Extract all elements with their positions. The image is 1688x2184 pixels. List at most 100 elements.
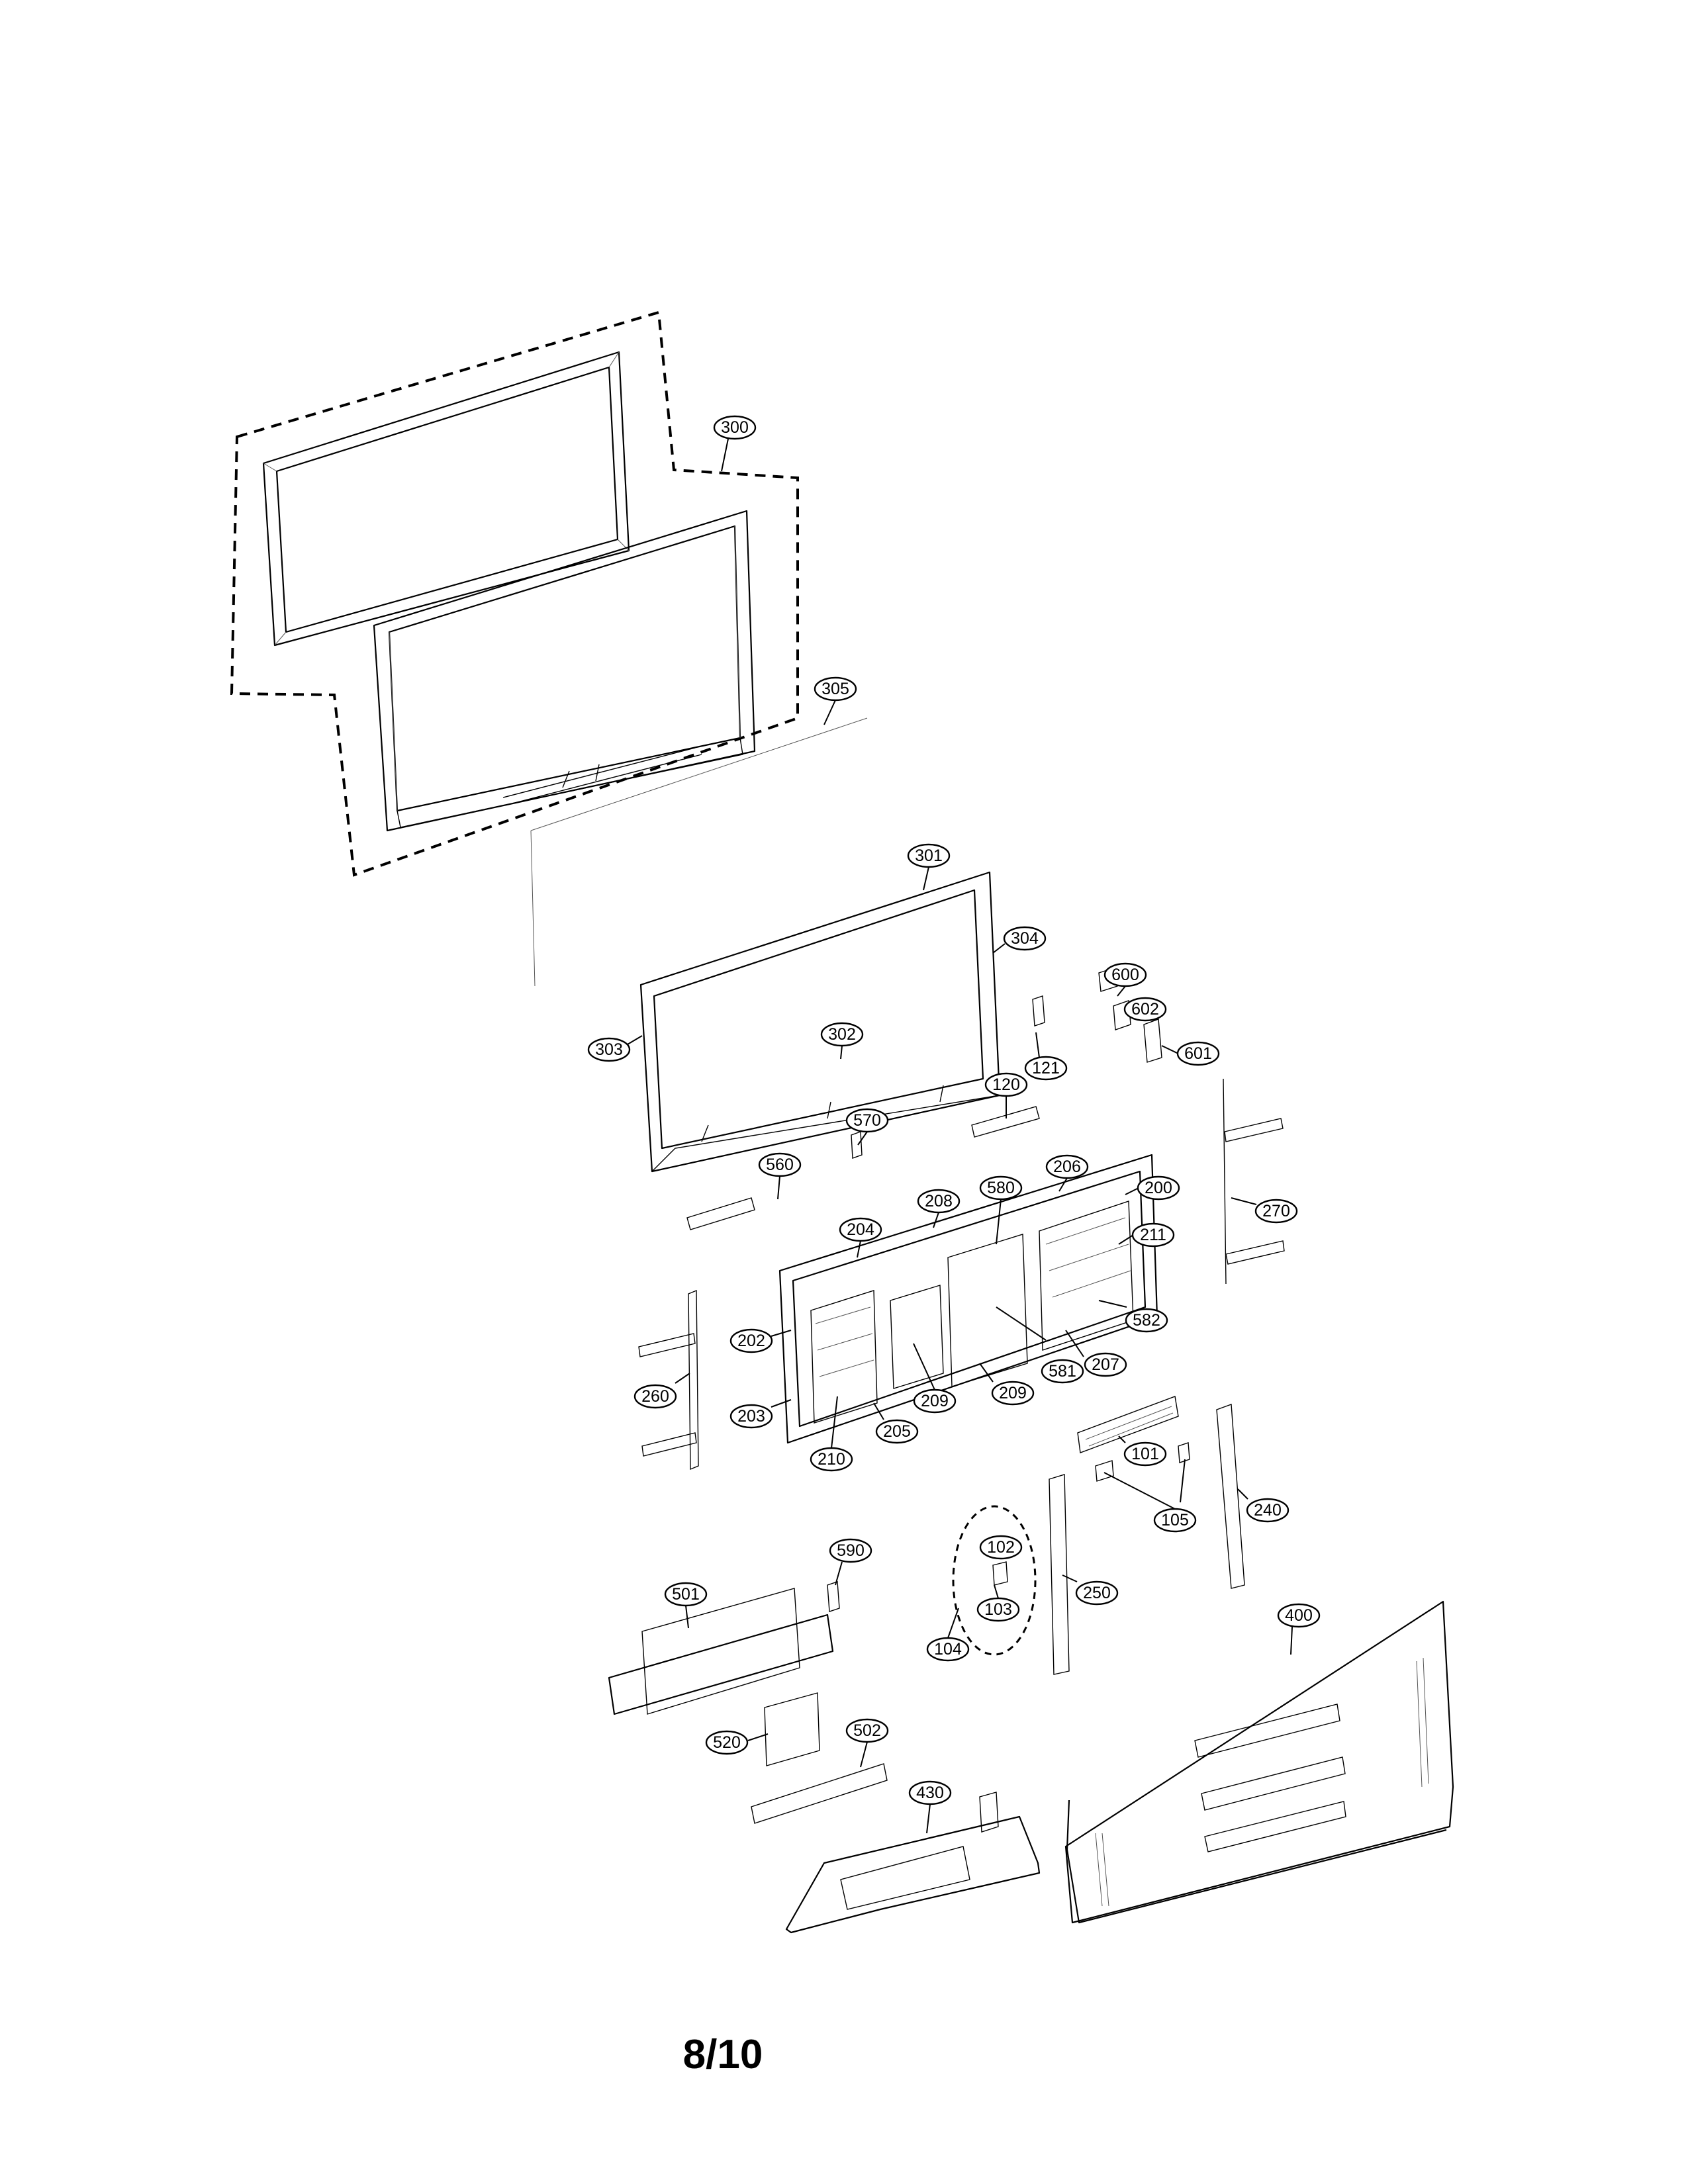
callout-102: 102 [979, 1535, 1023, 1560]
bracket-602 [1113, 1000, 1131, 1030]
callout-209-left: 209 [913, 1388, 957, 1414]
svg-text:581: 581 [1049, 1362, 1076, 1381]
main-board-209 [890, 1285, 944, 1389]
callout-250: 250 [1075, 1580, 1119, 1606]
svg-text:601: 601 [1184, 1044, 1212, 1063]
callout-103: 103 [976, 1597, 1020, 1622]
callout-209-right: 209 [991, 1381, 1035, 1406]
callout-430: 430 [908, 1780, 952, 1805]
svg-text:560: 560 [766, 1156, 794, 1174]
side-bracket-260 [638, 1289, 699, 1471]
side-bracket-270 [1223, 1078, 1285, 1285]
svg-text:582: 582 [1133, 1311, 1160, 1330]
svg-text:502: 502 [853, 1721, 881, 1740]
bracket-590 [827, 1581, 840, 1612]
svg-text:303: 303 [595, 1040, 623, 1059]
hinge-group-104 [952, 1505, 1037, 1656]
callout-303: 303 [587, 1037, 631, 1062]
svg-text:580: 580 [987, 1179, 1015, 1197]
callouts: 300 305 301 304 600 602 121 601 302 303 … [587, 415, 1321, 1834]
svg-text:302: 302 [828, 1025, 856, 1044]
power-board-580 [947, 1234, 1028, 1387]
callout-570: 570 [845, 1108, 889, 1133]
callout-205: 205 [875, 1419, 919, 1444]
board-520 [764, 1692, 820, 1766]
callout-207: 207 [1084, 1352, 1127, 1377]
bracket-121 [1032, 995, 1045, 1026]
svg-text:260: 260 [641, 1387, 669, 1406]
glass-filter-305 [530, 717, 868, 987]
callout-206: 206 [1045, 1154, 1089, 1179]
callout-560: 560 [758, 1152, 802, 1177]
callout-104: 104 [926, 1637, 970, 1662]
callout-300: 300 [713, 415, 757, 440]
assembly-300-group [230, 310, 799, 877]
callout-105: 105 [1153, 1508, 1197, 1533]
svg-text:105: 105 [1161, 1511, 1189, 1529]
callout-200: 200 [1137, 1175, 1180, 1201]
svg-text:250: 250 [1083, 1584, 1111, 1602]
svg-text:501: 501 [672, 1585, 700, 1604]
svg-text:204: 204 [847, 1220, 874, 1239]
svg-text:101: 101 [1131, 1445, 1159, 1463]
svg-text:270: 270 [1262, 1202, 1290, 1220]
stand-bracket-240 [1216, 1404, 1245, 1589]
svg-text:203: 203 [737, 1407, 765, 1426]
callout-602: 602 [1123, 997, 1167, 1022]
callout-260: 260 [633, 1384, 677, 1409]
callout-581: 581 [1041, 1359, 1084, 1384]
callout-101: 101 [1123, 1441, 1167, 1467]
svg-text:602: 602 [1131, 1000, 1159, 1019]
svg-text:240: 240 [1254, 1501, 1282, 1520]
callout-208: 208 [917, 1189, 961, 1214]
group-104-boundary [952, 1505, 1037, 1656]
svg-text:304: 304 [1011, 929, 1039, 948]
callout-210: 210 [810, 1447, 853, 1472]
callout-202: 202 [729, 1328, 773, 1353]
page-number: 8/10 [683, 2032, 763, 2077]
svg-text:120: 120 [992, 1075, 1020, 1094]
svg-text:102: 102 [987, 1538, 1015, 1557]
callout-502: 502 [845, 1718, 889, 1743]
callout-270: 270 [1254, 1199, 1298, 1224]
bracket-502 [751, 1763, 888, 1824]
callout-305: 305 [814, 676, 857, 702]
terminal-bracket-101 [1077, 1396, 1179, 1453]
svg-text:570: 570 [853, 1111, 881, 1130]
front-bezel-frame [262, 351, 630, 647]
svg-text:520: 520 [713, 1733, 741, 1752]
svg-text:209: 209 [921, 1392, 949, 1410]
svg-text:600: 600 [1111, 966, 1139, 984]
cabinet-frame-301 [639, 871, 1001, 1173]
assembly-300-boundary [230, 310, 799, 877]
callout-304: 304 [1003, 926, 1047, 951]
callout-600: 600 [1103, 962, 1147, 987]
svg-text:305: 305 [821, 680, 849, 698]
svg-text:210: 210 [818, 1450, 845, 1469]
svg-text:209: 209 [999, 1384, 1027, 1402]
svg-text:202: 202 [737, 1332, 765, 1350]
callout-211: 211 [1131, 1222, 1175, 1248]
callout-590: 590 [829, 1538, 872, 1563]
svg-text:208: 208 [925, 1192, 953, 1210]
bracket-570 [851, 1131, 863, 1159]
callout-301: 301 [907, 843, 951, 868]
svg-text:206: 206 [1053, 1158, 1081, 1176]
stand-bracket-250 [1049, 1474, 1070, 1675]
svg-text:301: 301 [915, 846, 943, 865]
callout-204: 204 [839, 1217, 882, 1242]
svg-text:430: 430 [916, 1784, 944, 1802]
back-cover-400 [1064, 1600, 1454, 1924]
svg-text:205: 205 [883, 1422, 911, 1441]
callout-582: 582 [1125, 1308, 1168, 1333]
callout-302: 302 [820, 1022, 864, 1047]
bracket-105 [1095, 1442, 1190, 1482]
callout-240: 240 [1246, 1498, 1289, 1523]
callout-203: 203 [729, 1404, 773, 1429]
callout-120: 120 [984, 1072, 1028, 1097]
svg-text:300: 300 [721, 418, 749, 437]
stand-base-430 [785, 1792, 1041, 1934]
svg-text:104: 104 [934, 1640, 962, 1659]
svg-text:200: 200 [1145, 1179, 1172, 1197]
